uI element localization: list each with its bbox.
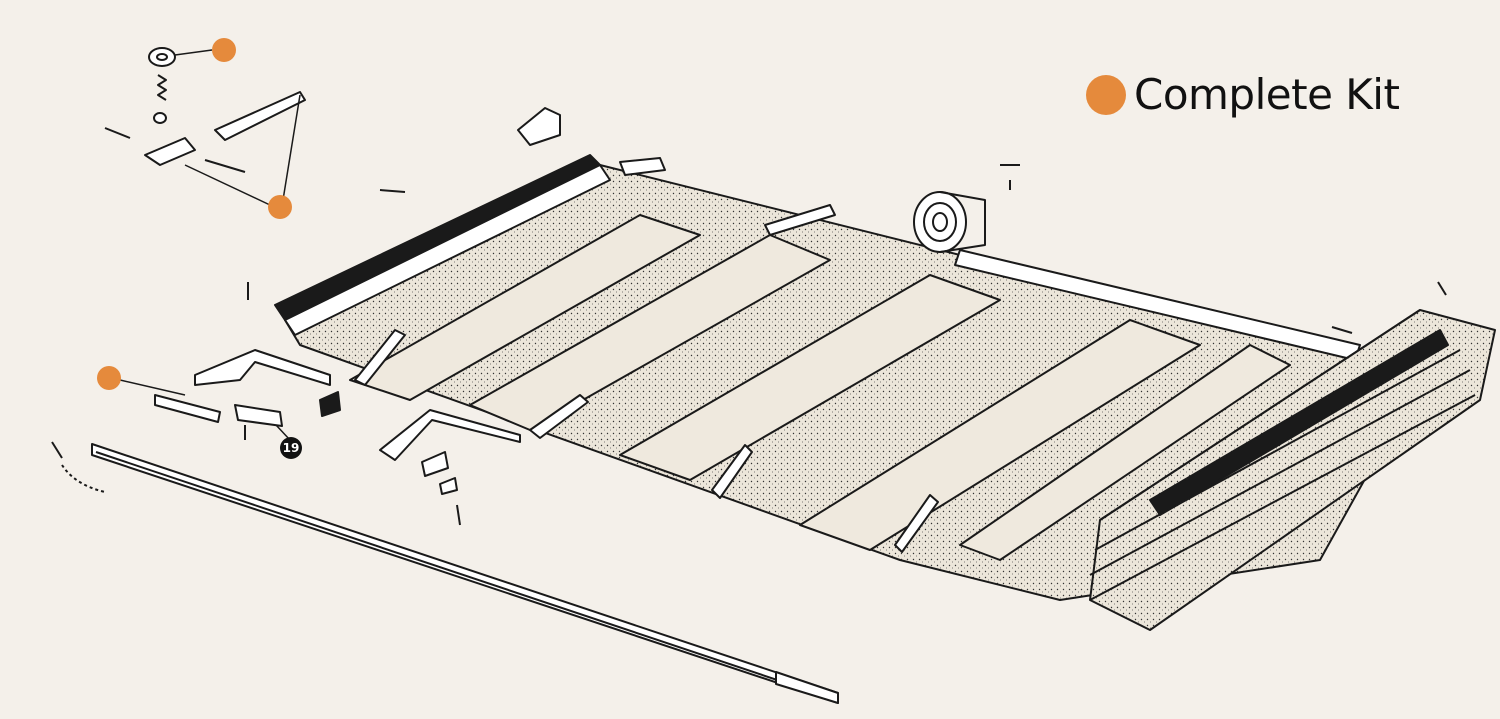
front-header-rail xyxy=(274,154,611,336)
hotspot-marker-1[interactable] xyxy=(212,38,236,62)
legend-label: Complete Kit xyxy=(1134,70,1400,119)
legend: Complete Kit xyxy=(1086,70,1400,119)
bracket-group xyxy=(154,282,521,526)
tape-roll xyxy=(913,191,986,253)
folded-hood xyxy=(1089,309,1496,631)
center-fittings xyxy=(51,107,1447,493)
hotspot-marker-3[interactable] xyxy=(97,366,121,390)
hotspot-marker-2[interactable] xyxy=(268,195,292,219)
side-rail xyxy=(91,443,839,704)
hinge-assembly xyxy=(104,47,306,173)
hood-canopy xyxy=(284,164,1421,601)
legend-marker-icon xyxy=(1086,74,1126,115)
part-number-callout: 19 xyxy=(280,437,302,459)
